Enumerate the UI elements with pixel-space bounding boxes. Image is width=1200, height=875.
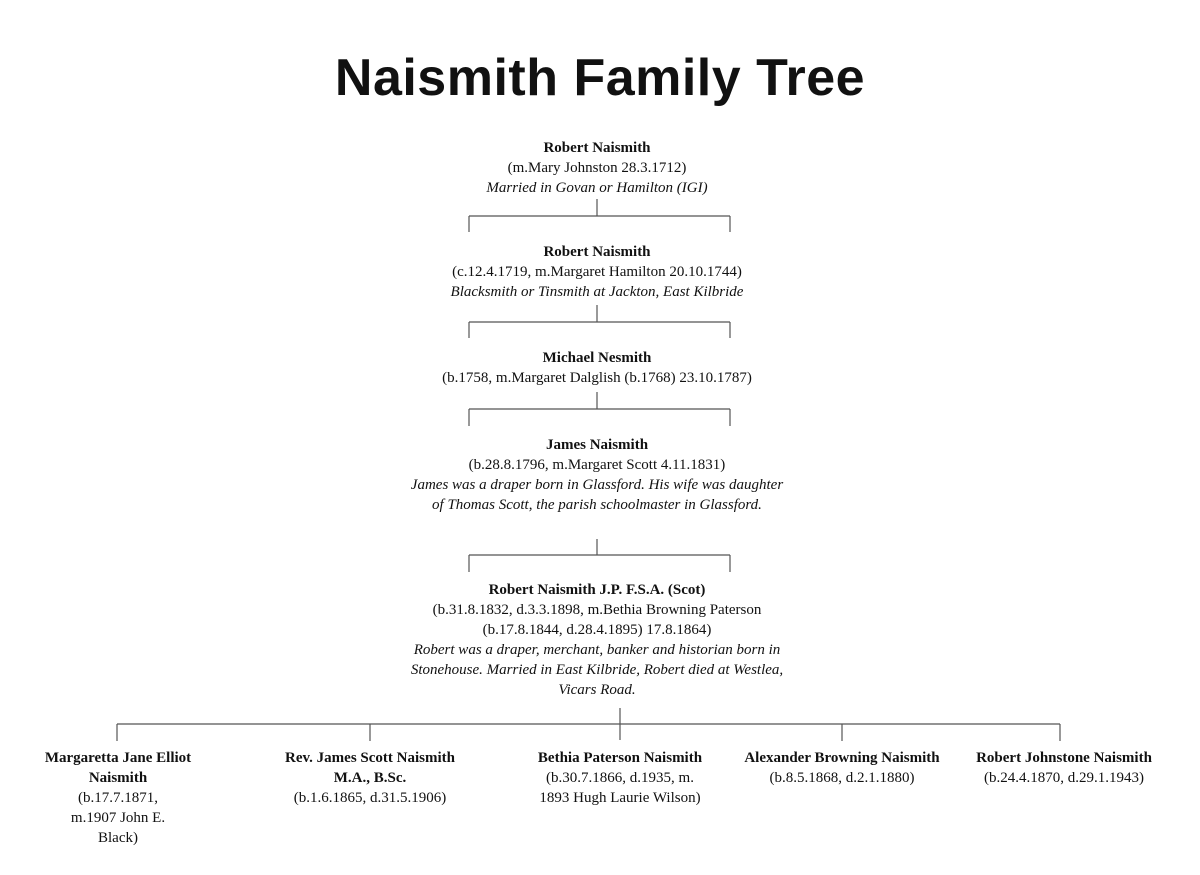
person-note: James was a draper born in Glassford. Hi…	[410, 477, 784, 513]
person-name: Margaretta Jane Elliot Naismith	[44, 750, 192, 786]
person-details: (b.1.6.1865, d.31.5.1906)	[293, 790, 447, 806]
person-details: (b.17.7.1871, m.1907 John E. Black)	[70, 790, 166, 846]
page-title: Naismith Family Tree	[334, 49, 866, 107]
child-alexander-browning-naismith: Alexander Browning Naismith (b.8.5.1868,…	[727, 748, 957, 788]
child-bethia-paterson-naismith: Bethia Paterson Naismith (b.30.7.1866, d…	[520, 748, 720, 808]
person-robert-naismith-jp: Robert Naismith J.P. F.S.A. (Scot) (b.31…	[397, 580, 797, 700]
person-details: (b.28.8.1796, m.Margaret Scott 4.11.1831…	[468, 457, 726, 473]
person-name: Robert Naismith	[543, 244, 651, 260]
person-details: (b.30.7.1866, d.1935, m. 1893 Hugh Lauri…	[539, 770, 701, 806]
person-note: Married in Govan or Hamilton (IGI)	[486, 180, 708, 196]
person-details: (b.24.4.1870, d.29.1.1943)	[984, 770, 1144, 786]
person-name: Robert Naismith J.P. F.S.A. (Scot)	[488, 582, 706, 598]
person-details: (c.12.4.1719, m.Margaret Hamilton 20.10.…	[452, 264, 742, 280]
person-name: Alexander Browning Naismith	[744, 750, 940, 766]
person-name: Michael Nesmith	[542, 350, 652, 366]
person-name: Robert Johnstone Naismith	[976, 750, 1152, 766]
child-margaretta-jane-elliot-naismith: Margaretta Jane Elliot Naismith (b.17.7.…	[32, 748, 204, 848]
child-robert-johnstone-naismith: Robert Johnstone Naismith (b.24.4.1870, …	[960, 748, 1168, 788]
person-details: (m.Mary Johnston 28.3.1712)	[507, 160, 687, 176]
person-name: Bethia Paterson Naismith	[537, 750, 703, 766]
person-james-naismith: James Naismith (b.28.8.1796, m.Margaret …	[407, 435, 787, 515]
person-name: Rev. James Scott Naismith M.A., B.Sc.	[285, 750, 455, 786]
person-details: (b.1758, m.Margaret Dalglish (b.1768) 23…	[442, 370, 752, 386]
person-robert-naismith-gen1: Robert Naismith (m.Mary Johnston 28.3.17…	[397, 138, 797, 198]
person-note: Blacksmith or Tinsmith at Jackton, East …	[450, 284, 744, 300]
person-name: Robert Naismith	[543, 140, 651, 156]
person-note: Robert was a draper, merchant, banker an…	[410, 642, 784, 698]
person-robert-naismith-gen2: Robert Naismith (c.12.4.1719, m.Margaret…	[347, 242, 847, 302]
person-name: James Naismith	[545, 437, 649, 453]
person-details: (b.31.8.1832, d.3.3.1898, m.Bethia Brown…	[432, 602, 762, 638]
child-rev-james-scott-naismith: Rev. James Scott Naismith M.A., B.Sc. (b…	[275, 748, 465, 808]
person-details: (b.8.5.1868, d.2.1.1880)	[769, 770, 915, 786]
person-michael-nesmith: Michael Nesmith (b.1758, m.Margaret Dalg…	[347, 348, 847, 388]
